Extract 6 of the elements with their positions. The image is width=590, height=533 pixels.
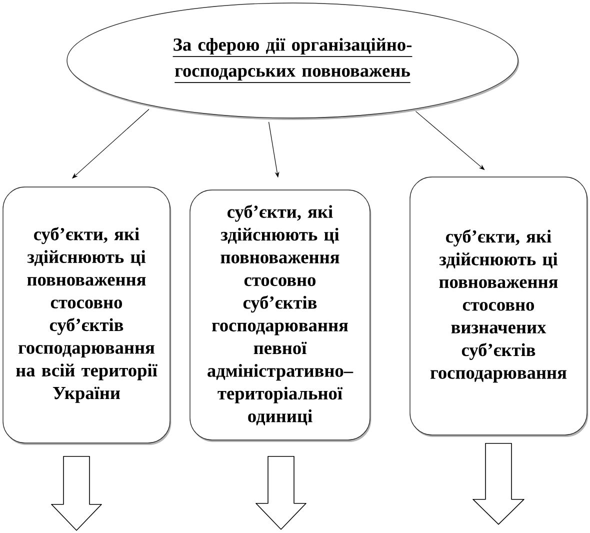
rounded-box: суб’єкти, які здійснюють ці повноваження стосовно визначених суб’єктів господарювання — [410, 176, 588, 437]
rounded-box: суб’єкти, які здійснюють ці повноваження стосовно суб’єктів господарювання певної адміністративно– територіальної одиниці — [190, 190, 372, 442]
block-arrow — [472, 442, 524, 525]
block-arrow — [256, 456, 306, 530]
rounded-box: суб’єкти, які здійснюють ці повноваження стосовно суб’єктів господарювання на всій території України — [2, 186, 172, 445]
block-arrow — [51, 456, 102, 531]
